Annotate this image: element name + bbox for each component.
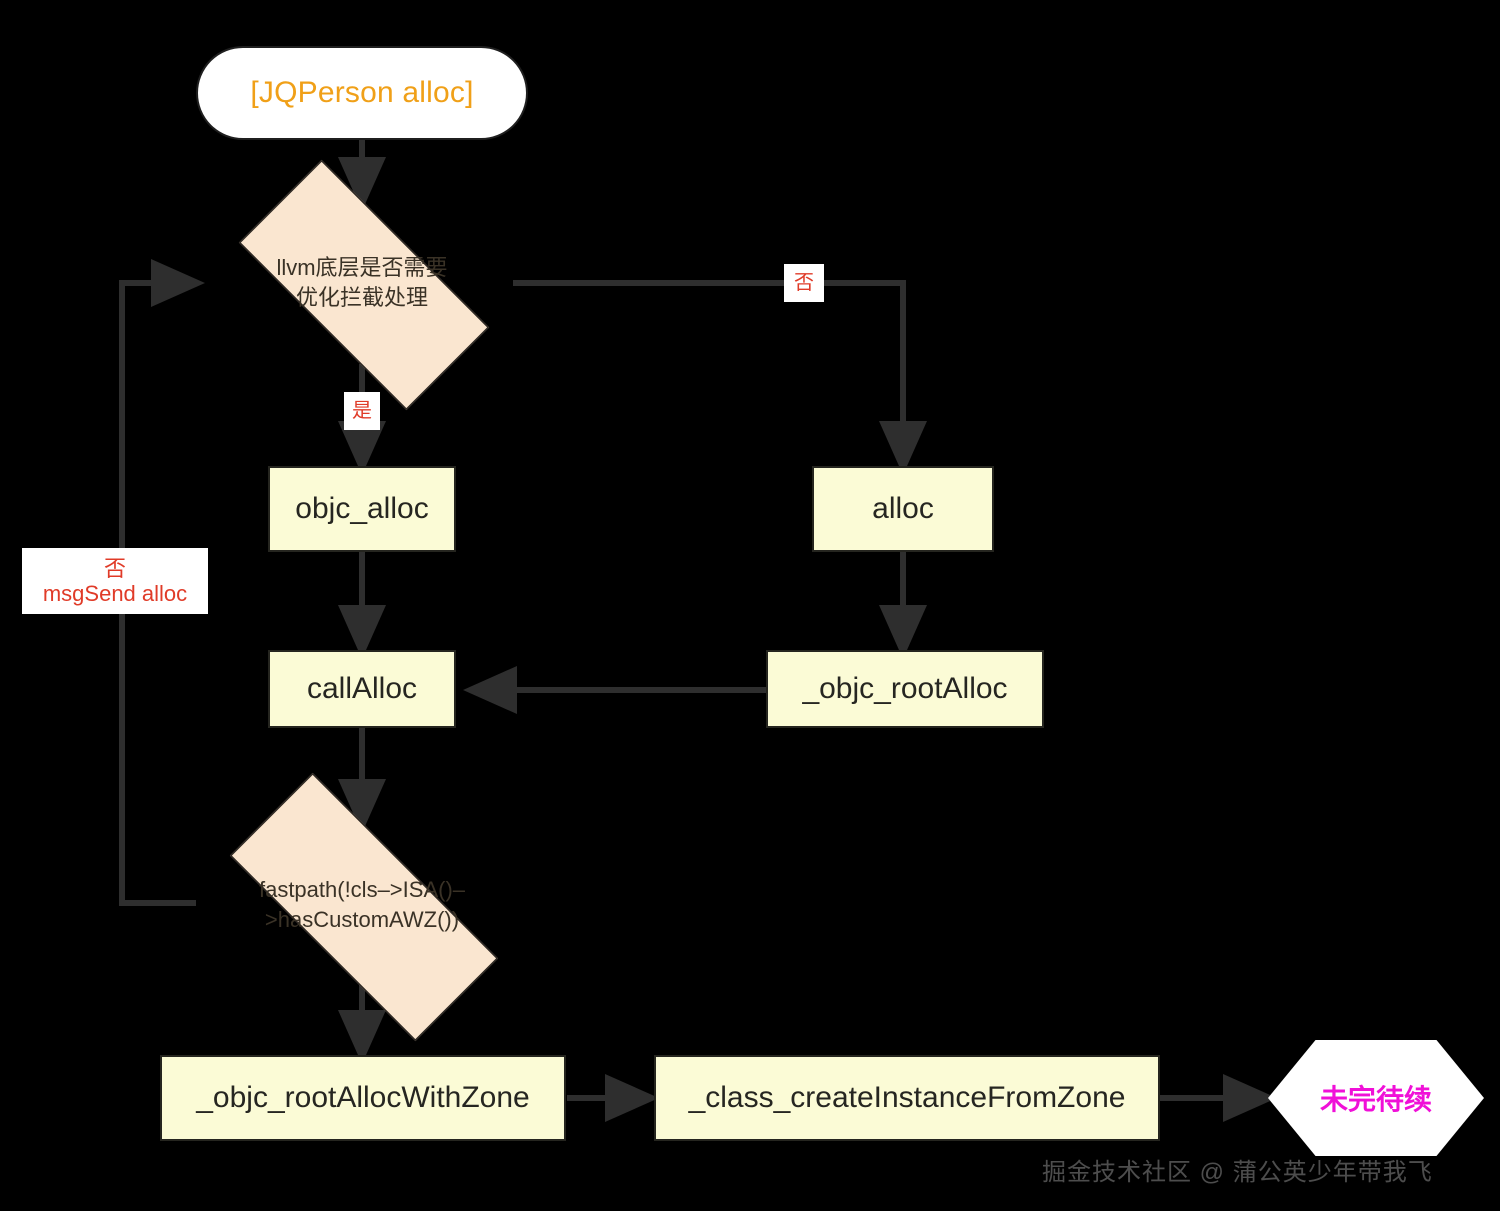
node-alloc[interactable]: alloc xyxy=(812,466,994,552)
node-objc-alloc-label: objc_alloc xyxy=(295,492,429,525)
decision-llvm-line2: 优化拦截处理 xyxy=(295,285,428,310)
edge-label-no-right: 否 xyxy=(784,264,824,302)
node-objc-rootalloc[interactable]: _objc_rootAlloc xyxy=(766,650,1044,728)
node-alloc-label: alloc xyxy=(872,492,934,525)
edge-decision1-no-to-alloc xyxy=(513,280,927,475)
node-objc-rootalloc-label: _objc_rootAlloc xyxy=(802,672,1008,705)
node-callalloc[interactable]: callAlloc xyxy=(268,650,456,728)
node-start[interactable]: [JQPerson alloc] xyxy=(196,46,528,140)
decision-fastpath-line2: >hasCustomAWZ()) xyxy=(264,907,460,932)
node-callalloc-label: callAlloc xyxy=(306,672,418,705)
edge-label-no-msgsend-line1: 否 xyxy=(103,555,126,581)
node-decision-llvm-label: llvm底层是否需要 优化拦截处理 xyxy=(233,253,492,312)
node-end-tobecontinued[interactable]: 未完待续 xyxy=(1268,1040,1484,1156)
decision-fastpath-line1: fastpath(!cls–>ISA()– xyxy=(258,877,466,903)
node-end-label: 未完待续 xyxy=(1319,1084,1432,1115)
node-class-createinstancefromzone-label: _class_createInstanceFromZone xyxy=(688,1081,1126,1114)
edge-label-no-msgsend: 否 msgSend alloc xyxy=(22,548,208,614)
watermark: 掘金技术社区 @ 蒲公英少年带我飞 xyxy=(1042,1159,1433,1186)
node-objc-rootallocwithzone-label: _objc_rootAllocWithZone xyxy=(196,1081,530,1114)
node-class-createinstancefromzone[interactable]: _class_createInstanceFromZone xyxy=(654,1055,1160,1141)
node-decision-fastpath-label: fastpath(!cls–>ISA()– >hasCustomAWZ()) xyxy=(218,875,505,934)
node-objc-rootallocwithzone[interactable]: _objc_rootAllocWithZone xyxy=(160,1055,566,1141)
edge-label-yes-text: 是 xyxy=(352,399,372,422)
node-start-label: [JQPerson alloc] xyxy=(250,76,474,109)
edge-label-no-msgsend-line2: msgSend alloc xyxy=(42,581,188,606)
edge-label-no-right-text: 否 xyxy=(794,271,814,294)
node-objc-alloc[interactable]: objc_alloc xyxy=(268,466,456,552)
edge-label-yes: 是 xyxy=(344,392,380,430)
node-decision-fastpath[interactable]: fastpath(!cls–>ISA()– >hasCustomAWZ()) xyxy=(178,772,546,1042)
decision-llvm-line1: llvm底层是否需要 xyxy=(276,255,448,281)
node-decision-llvm[interactable]: llvm底层是否需要 优化拦截处理 xyxy=(196,159,528,411)
